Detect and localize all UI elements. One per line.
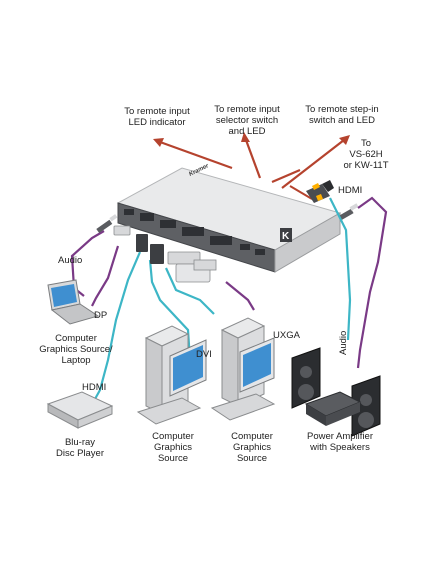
bluray-caption: Blu-ray Disc Player bbox=[55, 437, 105, 459]
front-connectors bbox=[113, 225, 217, 283]
amplifier-caption: Power Amplifier with Speakers bbox=[307, 431, 373, 453]
remote-cables bbox=[159, 139, 345, 189]
remote-arrows bbox=[153, 132, 350, 147]
remote-input-led-label: To remote input LED indicator bbox=[124, 106, 190, 128]
pc-left-caption: Computer Graphics Source bbox=[152, 431, 194, 464]
dvi-label: DVI bbox=[196, 349, 212, 360]
amplifier-speakers-icon bbox=[291, 347, 381, 437]
remote-selector-label: To remote input selector switch and LED bbox=[214, 104, 280, 137]
remote-stepin-label: To remote step-in switch and LED bbox=[305, 104, 379, 126]
uxga-label: UXGA bbox=[273, 330, 300, 341]
pc-right-icon bbox=[210, 317, 276, 421]
dp-cable bbox=[91, 245, 120, 307]
audio-right-label: Audio bbox=[338, 330, 349, 355]
switcher-device bbox=[116, 167, 342, 273]
to-vs62h-label: To VS-62H or KW-11T bbox=[343, 138, 389, 171]
hdmi-in-cable bbox=[89, 251, 142, 409]
hdmi-in-label: HDMI bbox=[82, 382, 107, 393]
audio-cable-right bbox=[356, 196, 388, 369]
cable-remote-stepin bbox=[281, 139, 345, 189]
bluray-icon bbox=[46, 391, 114, 429]
laptop-caption: Computer Graphics Source/ Laptop bbox=[39, 333, 113, 366]
audio-out-plug bbox=[338, 203, 359, 221]
cable-remote-selector bbox=[244, 139, 262, 179]
laptop-icon bbox=[47, 279, 100, 325]
kramer-logo-block bbox=[280, 228, 292, 242]
pc-right-caption: Computer Graphics Source bbox=[231, 431, 273, 464]
hdmi-out-label: HDMI bbox=[338, 185, 363, 196]
pc-left-icon bbox=[136, 325, 207, 425]
device-side bbox=[274, 212, 341, 273]
hdmi-out-cable bbox=[329, 197, 352, 341]
kramer-logo: K bbox=[282, 231, 290, 242]
hdmi-out-connector bbox=[289, 180, 334, 203]
audio-in-jack bbox=[96, 214, 118, 234]
vga-cable-lower bbox=[164, 267, 215, 315]
uxga-cable bbox=[225, 281, 255, 311]
dp-label: DP bbox=[94, 310, 108, 321]
cable-remote-input-led bbox=[159, 140, 233, 170]
audio-left-label: Audio bbox=[58, 255, 83, 266]
